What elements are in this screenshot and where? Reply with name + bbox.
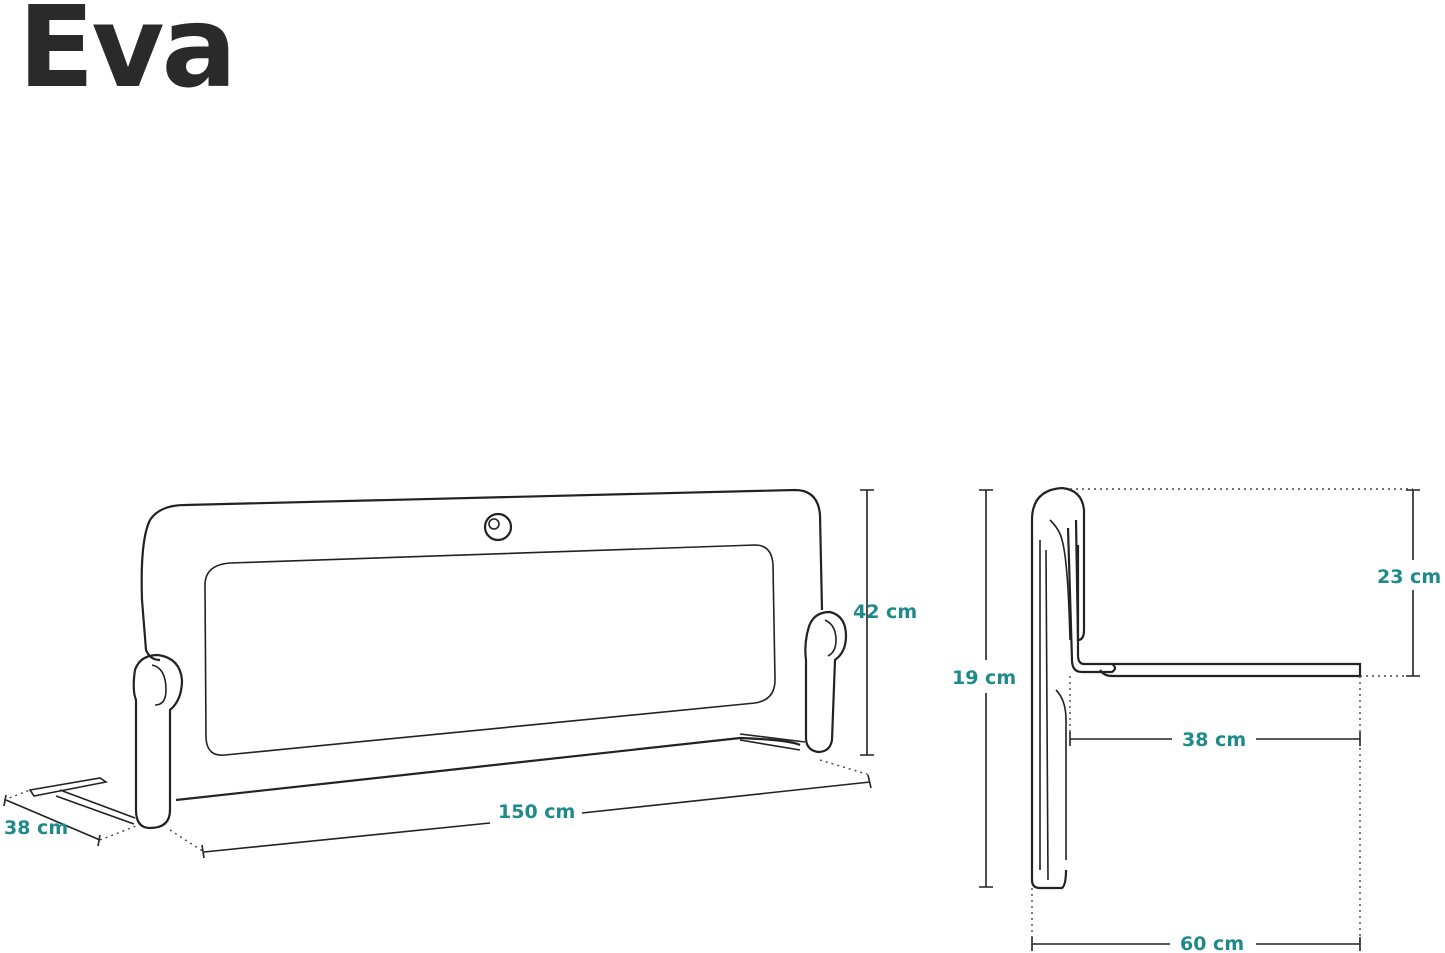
side-horizontal-bar: [1099, 662, 1362, 678]
label-total-height-19: 19 cm: [952, 667, 1016, 689]
label-upper-height-23: 23 cm: [1377, 566, 1441, 588]
release-button-inner: [488, 518, 500, 530]
left-bracket: [132, 653, 184, 830]
side-frame-inner: [1039, 540, 1067, 881]
release-button: [483, 512, 513, 542]
dim-guide-arm: [1069, 676, 1361, 944]
dim-line-upper-height: [1406, 489, 1420, 677]
side-arm-detail: [1049, 519, 1071, 641]
rail-outer-panel: [140, 488, 824, 802]
dim-line-total-height: [979, 489, 993, 888]
right-bracket-detail: [824, 619, 837, 657]
rail-mesh-window: [204, 544, 776, 756]
label-arm-38: 38 cm: [1182, 729, 1246, 751]
side-frame: [1030, 486, 1086, 890]
dim-guide-width: [169, 759, 871, 853]
dim-line-base: [1031, 937, 1361, 951]
label-depth-38: 38 cm: [4, 817, 68, 839]
right-floor-bar: [739, 733, 806, 751]
dim-line-width: [201, 774, 872, 859]
side-arm: [1066, 527, 1117, 674]
product-title: Eva: [18, 0, 237, 113]
dim-line-depth: [3, 794, 101, 847]
label-base-60: 60 cm: [1180, 933, 1244, 953]
dim-guide-depth: [3, 789, 137, 841]
left-floor-bar: [28, 777, 136, 825]
label-width-150: 150 cm: [498, 801, 575, 823]
left-bracket-detail: [151, 664, 167, 706]
side-view-bed-rail: [979, 486, 1420, 951]
label-height-42: 42 cm: [853, 601, 917, 623]
right-bracket: [804, 610, 848, 754]
dim-line-arm: [1069, 732, 1361, 746]
front-view-bed-rail: [3, 488, 874, 859]
dim-line-height: [860, 489, 874, 756]
dim-guide-upper: [1070, 488, 1413, 677]
